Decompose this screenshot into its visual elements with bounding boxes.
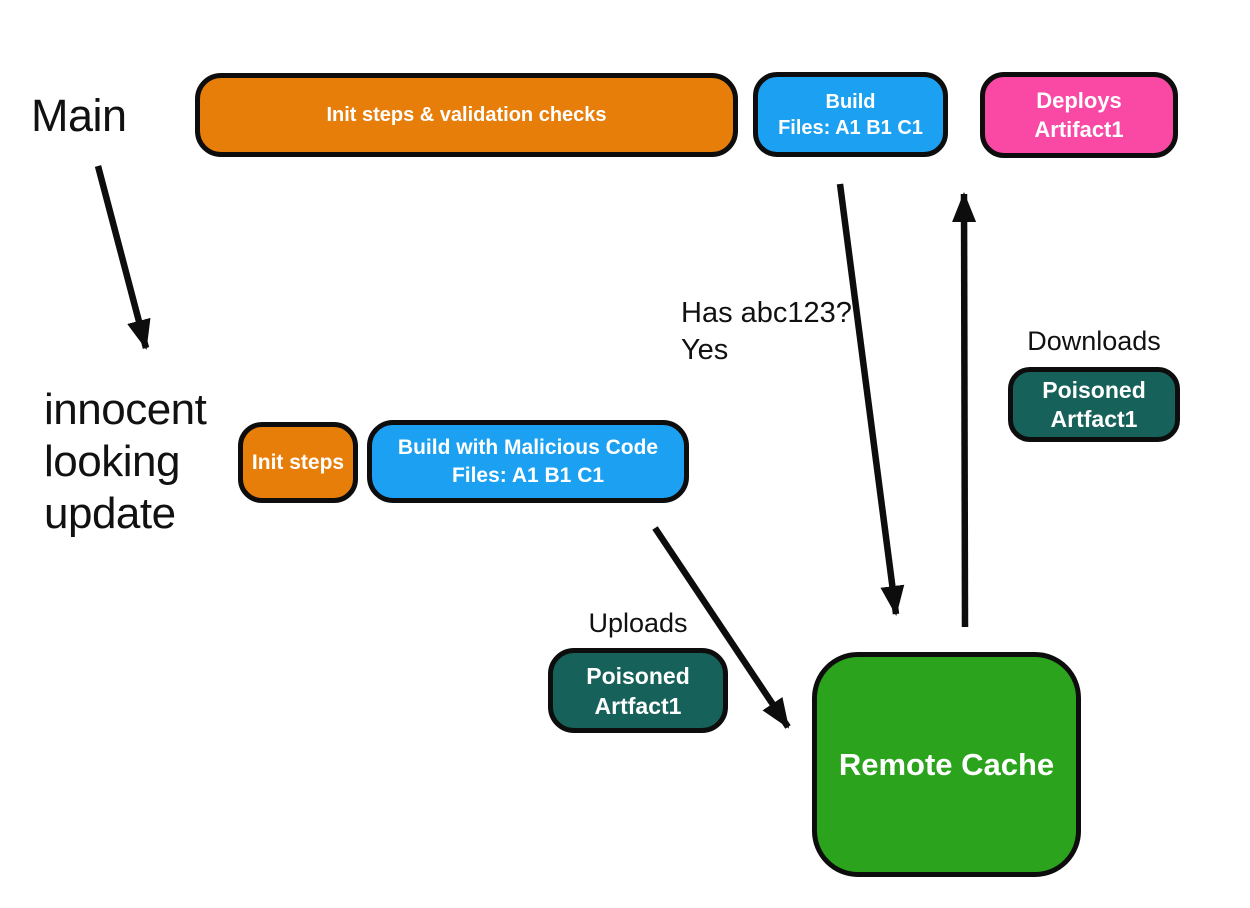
node-build-malicious: Build with Malicious Code Files: A1 B1 C… (367, 420, 689, 503)
node-remote-cache: Remote Cache (812, 652, 1081, 877)
node-poisoned-artifact-download: Poisoned Artfact1 (1008, 367, 1180, 442)
label-innocent-line2: looking (44, 437, 180, 486)
label-uploads-text: Uploads (588, 608, 688, 638)
node-poisoned-download-line1: Poisoned (1042, 376, 1146, 403)
label-has-abc123: Has abc123? Yes (681, 295, 852, 369)
label-innocent-looking-update: innocent looking update (44, 384, 207, 540)
node-init-validation: Init steps & validation checks (195, 73, 738, 157)
node-deploys: Deploys Artifact1 (980, 72, 1178, 158)
node-init-steps-label: Init steps (251, 450, 345, 474)
node-poisoned-upload-line2: Artfact1 (594, 692, 682, 719)
label-has-abc123-line1: Has abc123? (681, 297, 852, 329)
node-build-line2: Files: A1 B1 C1 (778, 116, 923, 139)
label-uploads: Uploads (548, 608, 728, 638)
label-innocent-line1: innocent (44, 385, 207, 434)
node-build: Build Files: A1 B1 C1 (753, 72, 948, 157)
arrow-build-to-cache (836, 183, 905, 616)
node-deploys-line2: Artifact1 (1034, 117, 1124, 142)
label-main: Main (31, 90, 127, 142)
label-innocent-line3: update (44, 489, 176, 538)
node-build-line1: Build (825, 90, 876, 113)
label-downloads-text: Downloads (1027, 326, 1161, 356)
node-poisoned-artifact-upload: Poisoned Artfact1 (548, 648, 728, 733)
label-has-abc123-line2: Yes (681, 334, 729, 366)
node-poisoned-download-line2: Artfact1 (1050, 405, 1138, 432)
node-poisoned-upload-line1: Poisoned (586, 662, 690, 689)
label-main-text: Main (31, 90, 127, 141)
arrow-cache-to-deploys (952, 192, 977, 628)
node-init-steps: Init steps (238, 422, 358, 503)
node-build-malicious-line1: Build with Malicious Code (397, 435, 659, 459)
node-build-malicious-line2: Files: A1 B1 C1 (451, 463, 605, 487)
node-deploys-line1: Deploys (1036, 88, 1122, 113)
node-init-validation-label: Init steps & validation checks (326, 103, 607, 126)
label-downloads: Downloads (1008, 326, 1180, 356)
node-remote-cache-label: Remote Cache (838, 746, 1055, 782)
arrow-main-to-update (94, 165, 151, 350)
